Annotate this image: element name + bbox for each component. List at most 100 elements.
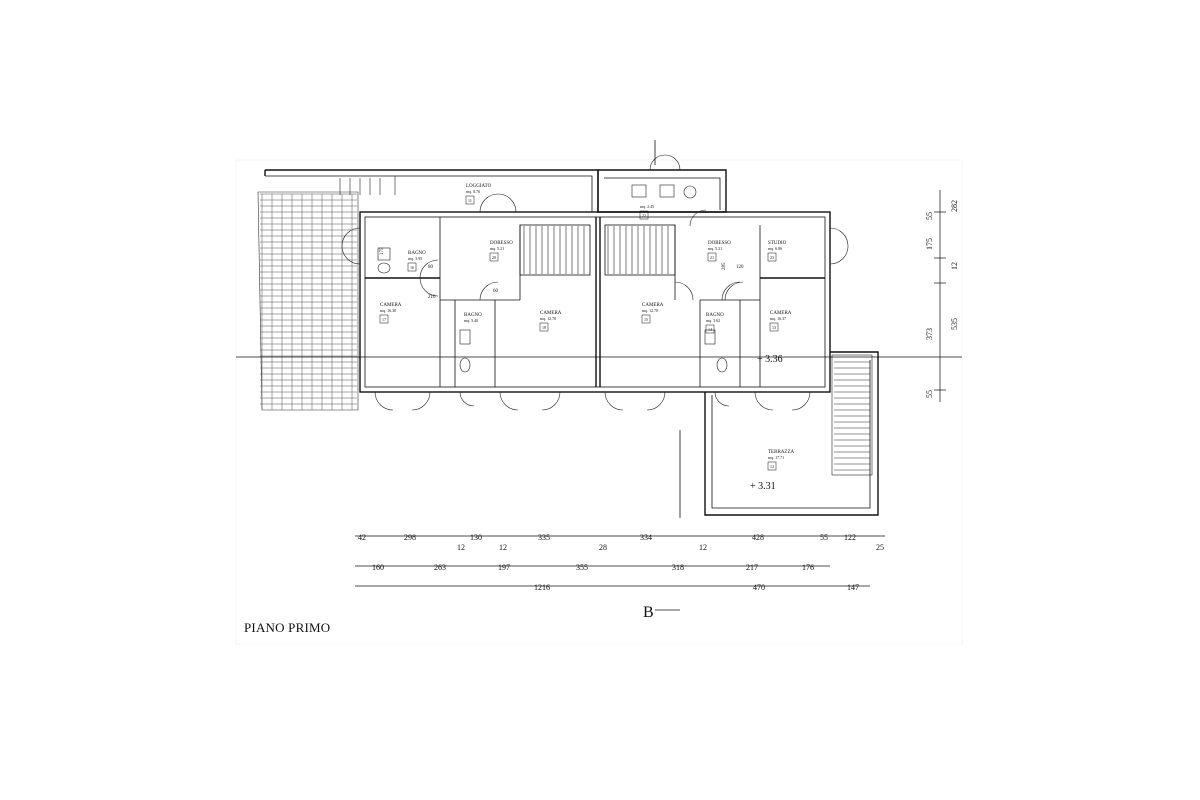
dimension-label: 80 [428,265,434,270]
room-area: mq. 12.70 [642,308,658,313]
dimension-label: 263 [434,563,446,572]
dimension-label: 175 [380,247,385,255]
room-name: DORESSO [708,241,731,246]
room-name: BAGNO [408,251,426,256]
room-area: mq. 3.95 [408,256,422,261]
dimension-label: 160 [372,563,384,572]
dimension-label: 55 [820,533,828,542]
dimension-label: 147 [847,583,859,592]
dimension-label: 210 [428,295,436,300]
dimension-label: 334 [640,533,652,542]
level-terrace: + 3.31 [750,481,776,492]
room-number: 22 [642,213,646,218]
dimension-label: 12 [499,543,507,552]
room-name: TERRAZZA [768,450,794,455]
dimension-label: 298 [404,533,416,542]
dimension-label: 197 [498,563,510,572]
room-number: 14 [708,327,712,332]
dimension-label: 318 [672,563,684,572]
staircase-east [604,224,676,276]
room-name: CAMERA [540,311,562,316]
room-area: mq. 16.37 [770,316,786,321]
dimension-label: 55 [925,390,934,398]
dimension-label: 1216 [534,583,550,592]
sheet-title: PIANO PRIMO [244,620,331,635]
dimension-label: 12 [950,262,959,270]
dimension-label: 120 [736,265,744,270]
bathroom-fixtures [377,184,728,373]
room-number: 16 [410,265,414,270]
room-number: 20 [492,255,496,260]
room-number: 18 [542,325,546,330]
room-number-box [407,262,417,272]
room-number: 12 [770,464,774,469]
dimension-label: 217 [746,563,758,572]
dimension-label: 535 [950,318,959,330]
room-area: mq. 6.86 [768,246,782,251]
room-area: mq. 3.40 [464,318,478,323]
terrace-outline [704,351,879,516]
room-number-box [767,252,777,262]
roof-tiles-hatch [257,191,359,411]
dimension-label: 42 [358,533,366,542]
room-label-balcone-n: mq. 2.45 22 [639,204,654,220]
dimension-label: 176 [802,563,814,572]
dimension-label: 12 [699,543,707,552]
room-number-box [379,314,389,324]
room-number: 11 [468,198,472,203]
outer-walls [264,169,831,393]
room-number-box [489,252,499,262]
room-number-box [641,314,651,324]
room-number-box [539,322,549,332]
room-name: CAMERA [770,311,792,316]
room-area: mq. 16.30 [380,308,396,313]
dimension-label: 470 [753,583,765,592]
room-name: CAMERA [642,303,664,308]
room-number: 17 [382,317,386,322]
dimension-label: 130 [470,533,482,542]
dimension-label: 335 [538,533,550,542]
level-interior: + 3.36 [757,354,783,365]
dimension-label: 55 [925,212,934,220]
room-name: BAGNO [464,313,482,318]
dimension-label: 28 [599,543,607,552]
dimension-label: 60 [493,289,499,294]
room-area: mq. 12.70 [540,316,556,321]
room-number-box [705,324,715,334]
vertical-dimension-line [934,190,946,402]
room-name: STUDIO [768,241,787,246]
dimension-label: 122 [844,533,856,542]
room-number-box [769,322,779,332]
room-area: mq. 5.21 [708,246,722,251]
room-name: DORESSO [490,241,513,246]
dimension-label: 428 [752,533,764,542]
section-line [236,140,962,611]
room-area: mq. 2.45 [640,204,654,209]
room-name: LOGGIATO [466,184,492,189]
dimension-label: 12 [457,543,465,552]
dimension-label: 373 [925,328,934,340]
room-number: 13 [772,325,776,330]
room-number-box [465,195,475,205]
room-number: 15 [644,317,648,322]
room-area: mq. 17.71 [768,455,784,460]
room-name: CAMERA [380,303,402,308]
loggia-stairs [339,178,381,195]
room-number-box [639,210,649,220]
dimension-label: 355 [576,563,588,572]
dimension-label: 175 [925,238,934,250]
